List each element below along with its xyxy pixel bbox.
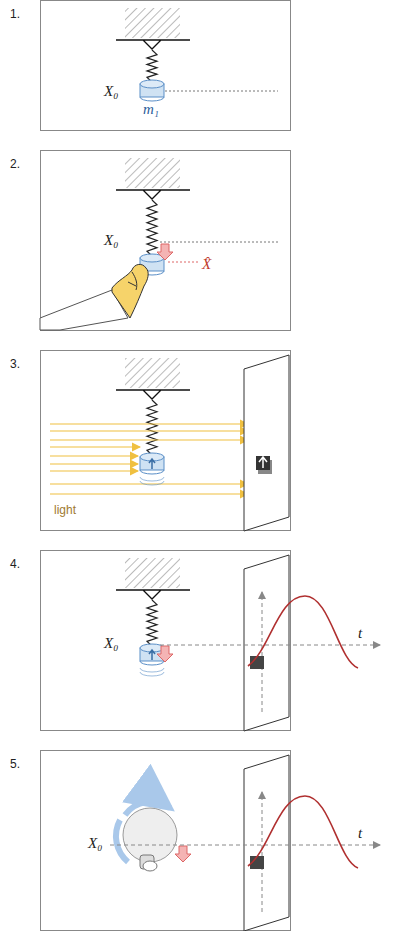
panel-number: 5. xyxy=(10,758,20,770)
time-axis-label: t xyxy=(358,626,362,641)
position-label: X₀ xyxy=(88,836,102,851)
panel-number: 3. xyxy=(10,358,20,370)
displacement-label: X̂ xyxy=(202,257,211,272)
mass-label: m₁ xyxy=(143,102,159,117)
position-label: X₀ xyxy=(104,84,118,99)
position-label: X₀ xyxy=(104,233,118,248)
panel-number: 2. xyxy=(10,158,20,170)
panel-number: 1. xyxy=(10,8,20,20)
position-label: X₀ xyxy=(104,636,118,651)
light-label: light xyxy=(54,504,76,516)
time-axis-label: t xyxy=(358,826,362,841)
panel-number: 4. xyxy=(10,558,20,570)
